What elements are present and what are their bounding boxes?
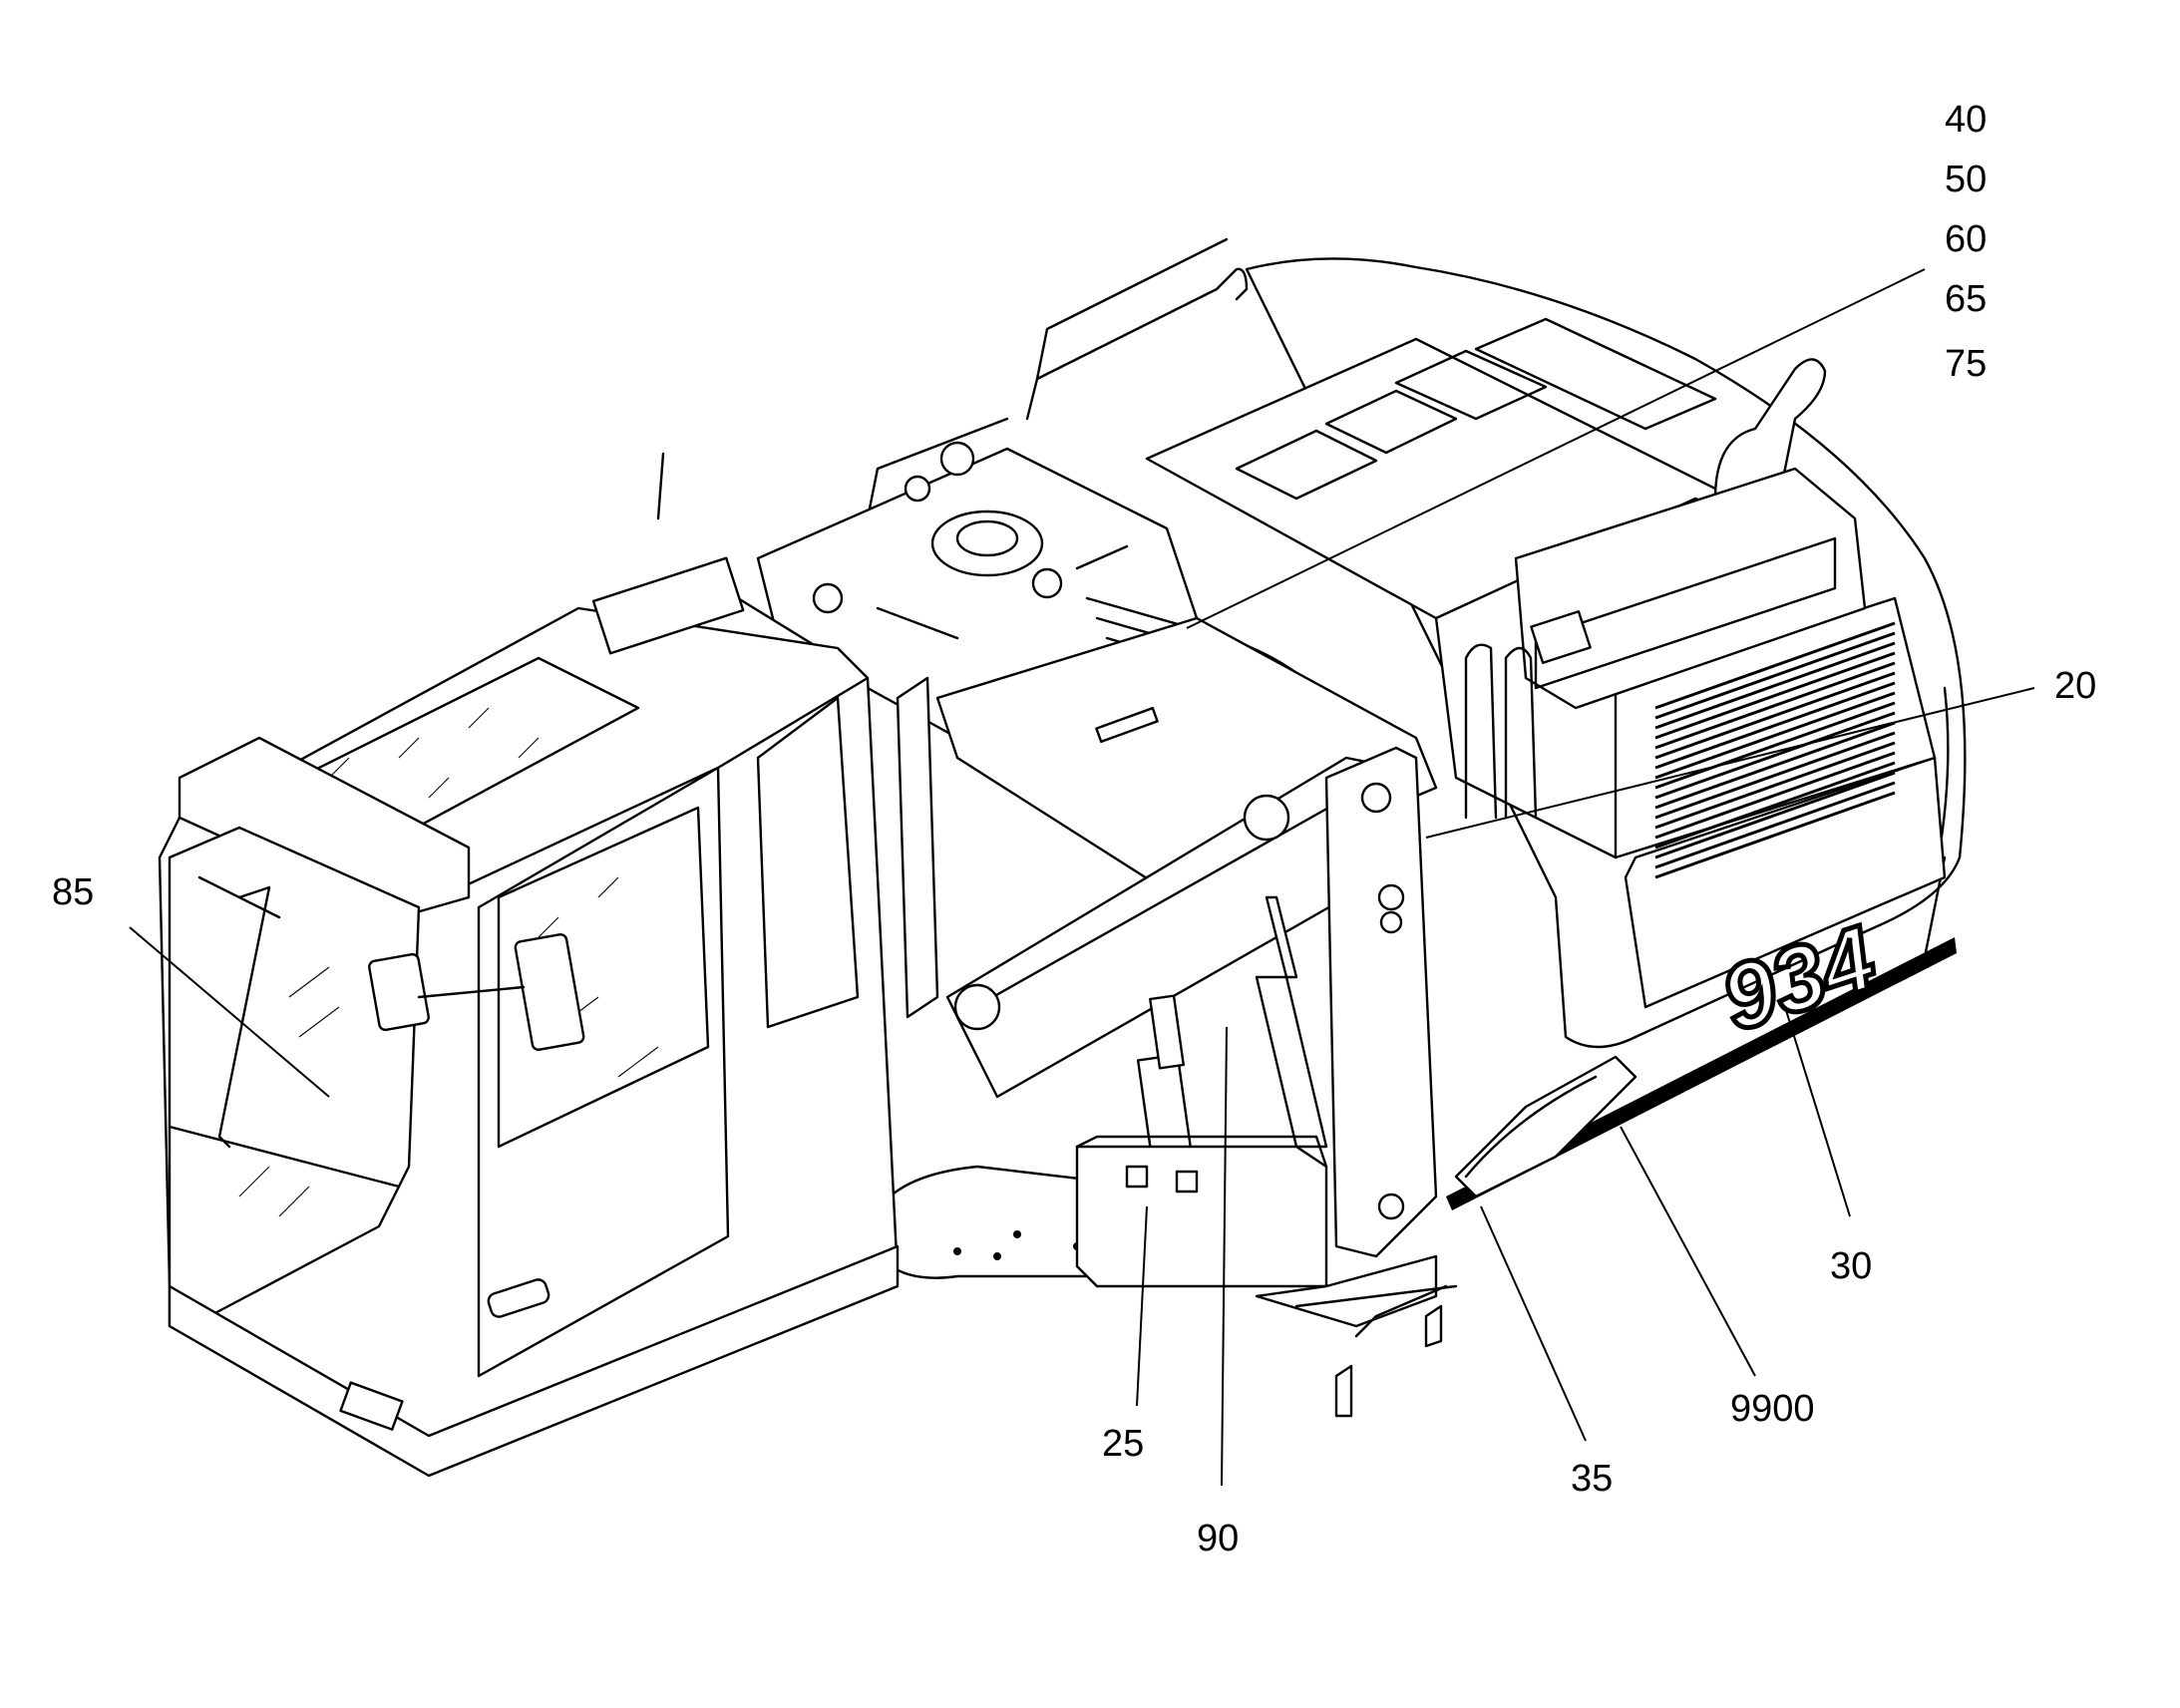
callout-85: 85 <box>52 871 94 913</box>
handrail-rear <box>866 237 1249 520</box>
leader-20 <box>1425 687 2035 839</box>
hood-label-plate <box>1530 610 1592 664</box>
slotted-hood <box>1514 467 1867 710</box>
boom-mount-tower <box>1324 746 1438 1258</box>
hydraulic-cylinder-right <box>1255 895 1328 1149</box>
leader-30 <box>1784 1006 1851 1217</box>
cab-door <box>477 766 730 1378</box>
callout-20: 20 <box>2054 665 2096 707</box>
leader-25 <box>1136 1205 1148 1407</box>
callout-40: 40 <box>1945 99 1987 141</box>
front-windshield <box>168 826 421 1318</box>
sun-visor <box>178 736 471 919</box>
callout-35: 35 <box>1571 1458 1613 1500</box>
callout-30: 30 <box>1830 1245 1872 1287</box>
hood-vent-left <box>1235 349 1548 501</box>
filler-cap-b <box>1031 567 1063 599</box>
boom-structure <box>945 756 1418 1099</box>
side-step-bracket <box>1294 1055 1637 1418</box>
leader-90 <box>1221 1026 1228 1487</box>
leader-9900 <box>1620 1126 1756 1377</box>
filler-cap-a <box>939 441 975 477</box>
leader-35 <box>1480 1205 1587 1442</box>
handrail-side <box>1464 643 1538 820</box>
leader-lines <box>129 268 2035 1487</box>
rear-side-window <box>756 696 860 1029</box>
operator-cab <box>158 452 939 1478</box>
antenna <box>656 452 665 520</box>
callout-90: 90 <box>1197 1518 1239 1559</box>
fuel-cap <box>930 510 1044 577</box>
callout-60: 60 <box>1945 218 1987 260</box>
leader-40-75 <box>1186 268 1926 629</box>
side-engine-door: 934 <box>1446 596 1957 1210</box>
side-grille <box>1654 621 1896 879</box>
callouts: 40 50 60 65 75 20 85 30 9900 35 25 90 <box>52 99 2096 1559</box>
callout-65: 65 <box>1945 278 1987 320</box>
callout-25: 25 <box>1102 1423 1144 1465</box>
mirror-left <box>368 952 430 1032</box>
filler-cap-c <box>812 582 844 614</box>
hood-access-panel <box>1474 317 1717 431</box>
mirror-right <box>514 933 585 1051</box>
leader-85 <box>129 926 330 1098</box>
roof-hatch <box>591 556 745 655</box>
callout-9900: 9900 <box>1730 1388 1815 1430</box>
filler-cap-d <box>904 475 931 503</box>
callout-50: 50 <box>1945 159 1987 200</box>
door-handle <box>487 1278 550 1318</box>
cab-base <box>168 1244 900 1478</box>
callout-75: 75 <box>1945 343 1987 385</box>
headlight <box>339 1381 404 1431</box>
wiper-arm <box>217 885 271 1149</box>
decal-stripe <box>1446 937 1957 1210</box>
